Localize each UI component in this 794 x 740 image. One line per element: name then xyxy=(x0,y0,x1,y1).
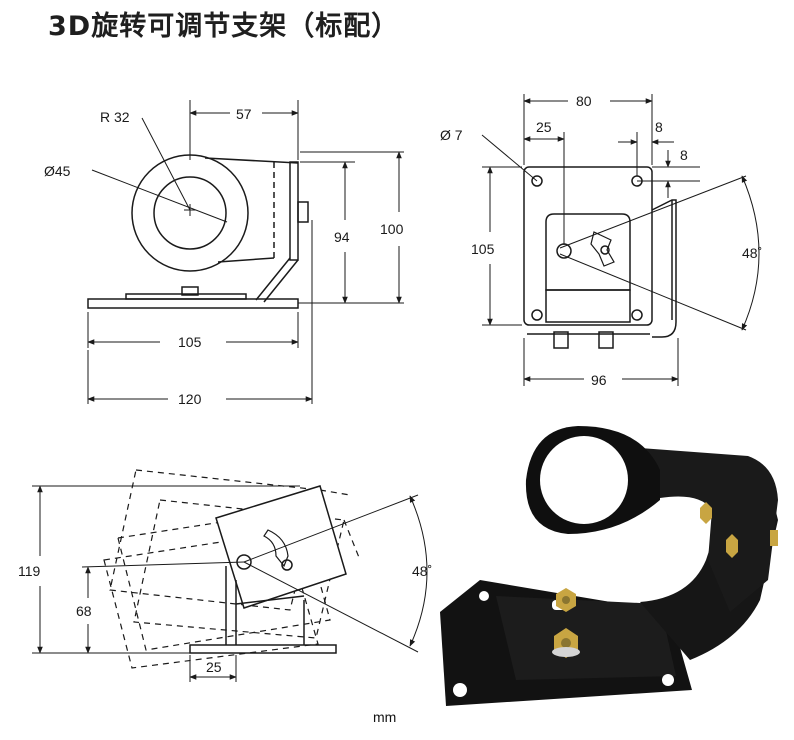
side-bolt xyxy=(297,201,309,223)
base-nut xyxy=(181,286,199,296)
dim-100-label: 100 xyxy=(380,221,404,237)
dim-96-label: 96 xyxy=(591,372,607,388)
rotation-view xyxy=(32,469,428,682)
side-base-plate xyxy=(87,298,299,309)
hole-diameter-label: Ø 7 xyxy=(440,127,463,143)
front-view xyxy=(481,94,760,386)
dim-diameter-label: Ø45 xyxy=(44,163,71,179)
dim-94-label: 94 xyxy=(334,229,350,245)
dim-119-label: 119 xyxy=(18,563,41,579)
dim-120-label: 120 xyxy=(178,391,202,407)
page-title: 3D旋转可调节支架（标配） xyxy=(48,11,400,42)
dim-radius-label: R 32 xyxy=(100,109,130,125)
dim-105-label: 105 xyxy=(178,334,202,350)
clamp-ring-inner xyxy=(153,176,227,250)
dim-25-label: 25 xyxy=(536,119,552,135)
dim-68-label: 68 xyxy=(76,603,92,619)
dim-105-front-label: 105 xyxy=(471,241,495,257)
side-plate xyxy=(289,161,299,261)
side-view xyxy=(87,100,404,404)
dim-80-label: 80 xyxy=(576,93,592,109)
product-nut-side-1 xyxy=(700,502,712,524)
front-plate xyxy=(523,166,653,326)
swivel-piece xyxy=(545,213,631,291)
front-bolt-right xyxy=(598,331,614,349)
dim-8b-label: 8 xyxy=(680,147,688,163)
angle-48-rotation-label: 48˚ xyxy=(412,563,432,579)
dim-25-rotation-label: 25 xyxy=(206,659,222,675)
dim-8a-label: 8 xyxy=(655,119,663,135)
angle-48-front-label: 48˚ xyxy=(742,245,762,261)
swivel-plate-rotated xyxy=(215,485,347,609)
unit-label: mm xyxy=(373,709,397,725)
product-photo xyxy=(440,426,778,706)
product-vertical-plate xyxy=(640,448,778,612)
dim-57-label: 57 xyxy=(236,106,252,122)
product-nut-side-2 xyxy=(726,534,738,558)
wing-nut xyxy=(590,231,615,267)
rotation-base xyxy=(189,644,337,654)
front-bolt-left xyxy=(553,331,569,349)
wing-nut-rotated xyxy=(263,529,289,568)
